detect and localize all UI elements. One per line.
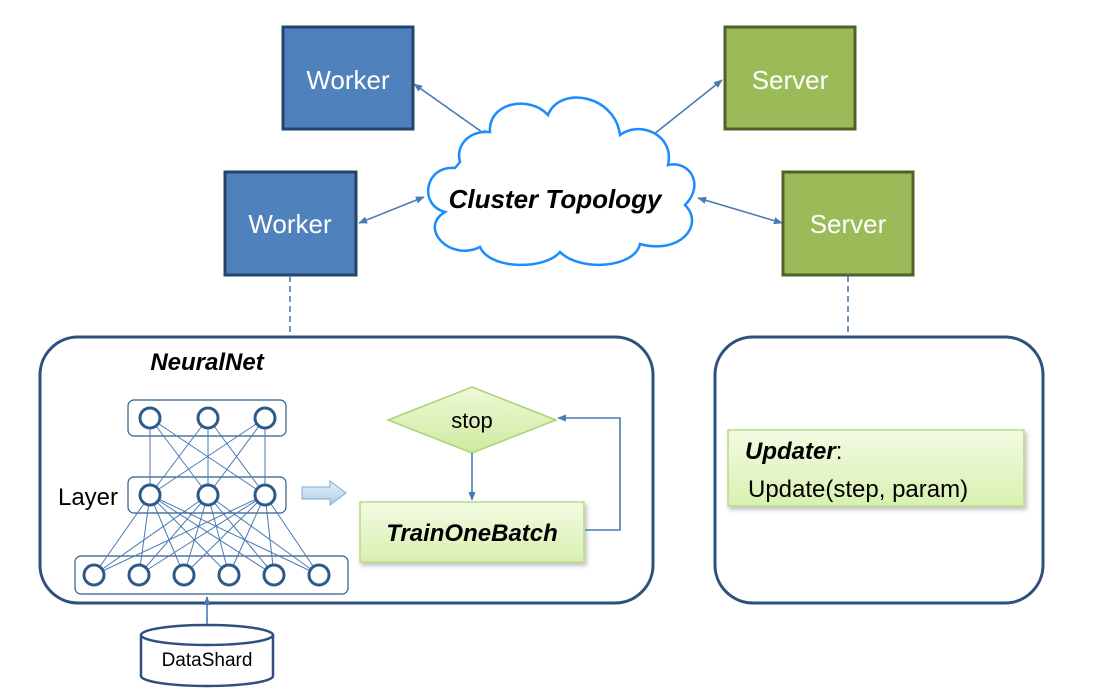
neuron-node [172,563,196,587]
cluster-topology-label: Cluster Topology [449,184,663,214]
neuron-node [307,563,331,587]
neuron-node [82,563,106,587]
updater-title-line: Updater: [745,438,842,465]
worker-label: Worker [306,65,390,95]
neuron-node [217,563,241,587]
train-one-batch-label: TrainOneBatch [386,520,558,547]
network-edge [149,494,275,576]
neural-network-graph [74,399,349,595]
network-edge [138,494,209,576]
network-edge [93,494,266,576]
network-edge [207,494,230,576]
neuralnet-panel: NeuralNet Layer stop TrainOneBatch [38,335,655,605]
network-edge [149,494,185,576]
updater-title: Updater [745,438,837,465]
cluster-topology-cloud: Cluster Topology [426,96,696,267]
arrow-worker1-cloud [413,83,490,138]
neuron-node [262,563,286,587]
datashard-label: DataShard [162,650,253,671]
network-edge [264,494,275,576]
network-edge [183,494,209,576]
network-edge [93,494,209,576]
worker-box-bottom: Worker [223,170,358,277]
server-updater-panel: Updater: Update(step, param) [713,335,1045,605]
neuron-node [253,406,277,430]
network-edge [138,494,151,576]
network-edge [149,494,230,576]
updater-box [727,429,1025,507]
server-box-bottom: Server [781,170,915,277]
updater-title-colon: : [836,438,843,465]
train-one-batch-box [359,501,585,563]
network-nodes [82,406,331,587]
network-edge [183,494,266,576]
network-edge [207,494,320,576]
datashard-cylinder-icon: DataShard [139,623,275,688]
neuron-node [138,483,162,507]
network-edges [93,417,320,576]
arrow-server2-cloud [697,196,783,225]
network-edge [228,494,266,576]
server-label: Server [752,65,829,95]
flow-block-arrow-icon [301,480,347,506]
loop-back-arrow [557,414,621,531]
neuron-node [127,563,151,587]
stop-label: stop [451,408,493,433]
updater-method: Update(step, param) [748,476,968,503]
network-edge [93,494,151,576]
server-box-top: Server [723,25,857,131]
network-edge [138,494,266,576]
neuralnet-title: NeuralNet [150,349,264,376]
neuron-node [196,483,220,507]
network-edge [207,494,275,576]
worker-label: Worker [248,209,332,239]
network-edge [149,494,320,576]
network-edge [149,417,209,496]
neuron-node [253,483,277,507]
network-edge [149,417,266,496]
arrow-worker2-cloud [358,196,425,224]
connection-arrows [358,79,783,225]
layer-box-bottom [74,555,349,595]
neuron-node [196,406,220,430]
network-edge [264,494,320,576]
server-label: Server [810,209,887,239]
network-edge [207,417,266,496]
layer-label: Layer [58,484,118,511]
neuron-node [138,406,162,430]
worker-box-top: Worker [281,25,415,131]
